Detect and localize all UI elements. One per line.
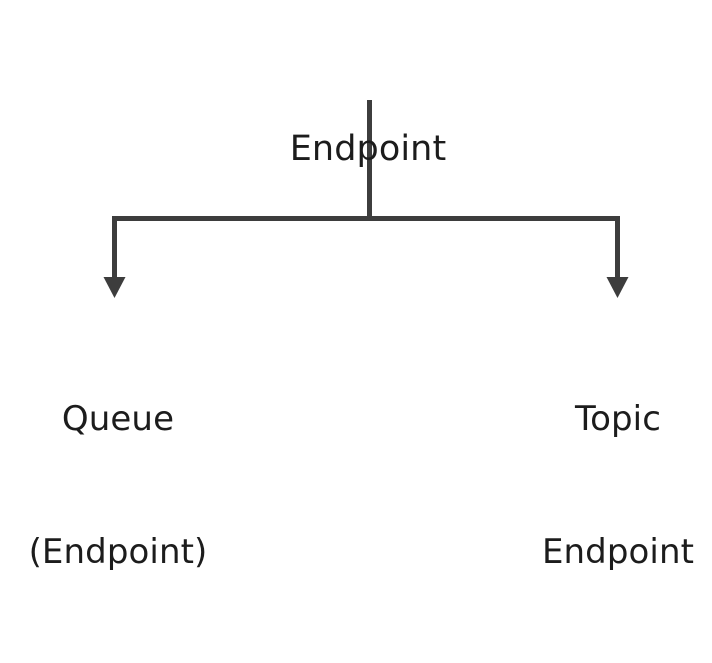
node-topic-endpoint: Topic Endpoint (468, 309, 712, 663)
branch-to-queue-line (112, 216, 117, 280)
branch-to-topic-line (615, 216, 620, 280)
diagram-canvas: Endpoint Queue (Endpoint) Topic Endpoint (28, 36, 694, 572)
root-stem-line (367, 100, 372, 221)
branch-to-topic-arrowhead (606, 277, 629, 298)
node-queue-endpoint-label-line-1: Queue (61, 399, 175, 440)
node-queue-endpoint: Queue (Endpoint) (0, 309, 268, 663)
node-endpoint-root-label: Endpoint (289, 129, 447, 169)
node-queue-endpoint-label-line-2: (Endpoint) (28, 531, 208, 572)
branch-horizontal-bar (112, 216, 620, 221)
branch-to-queue-arrowhead (103, 277, 126, 298)
connector-layer (103, 100, 629, 298)
node-endpoint-root: Endpoint (168, 36, 568, 264)
node-topic-endpoint-label-line-1: Topic (574, 399, 661, 440)
node-topic-endpoint-label-line-2: Endpoint (541, 531, 695, 572)
